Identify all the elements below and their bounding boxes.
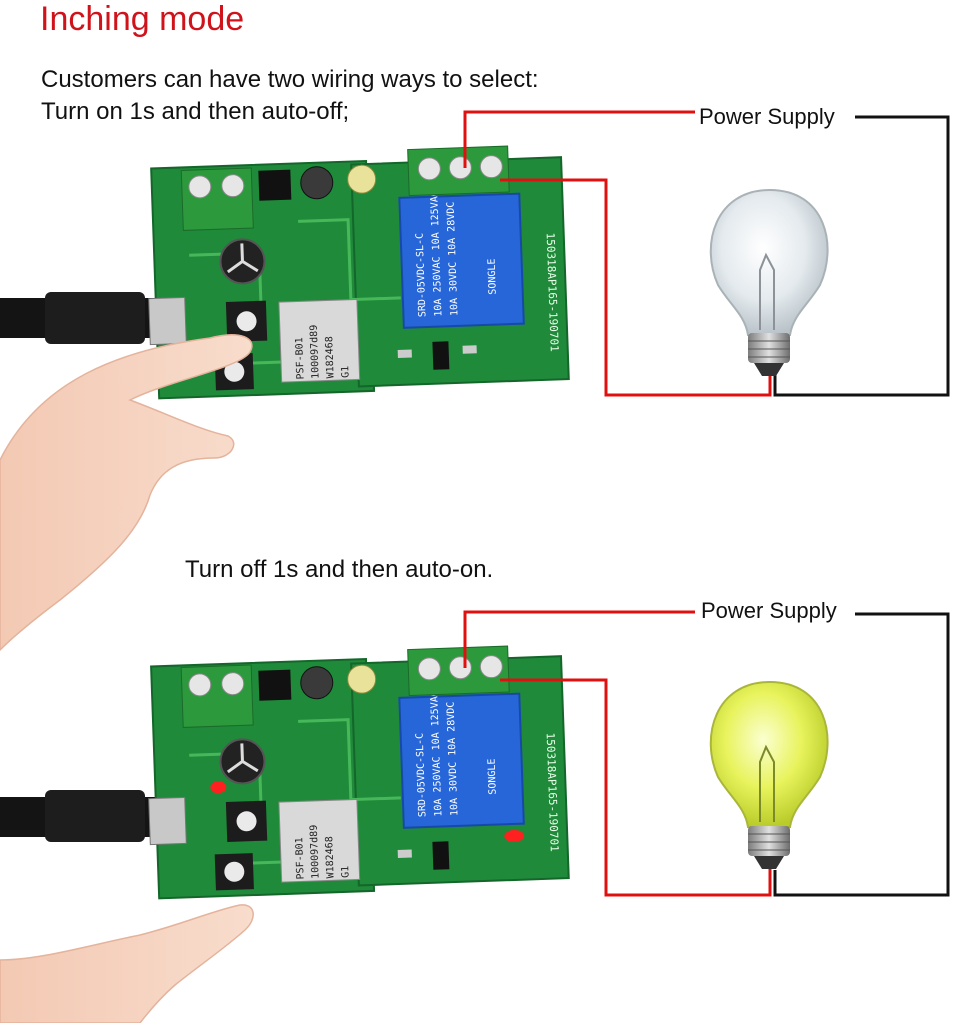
relay [398, 692, 525, 829]
neutral-wire [773, 115, 950, 397]
svg-text:W182468: W182468 [324, 836, 336, 879]
status-led-red [210, 781, 227, 794]
svg-text:W182468: W182468 [324, 336, 336, 379]
pcb-board: PSF-B01 100097d89 W182468 G1 SRD-05VDC-S… [148, 645, 570, 900]
svg-text:10A 250VAC 10A 125VAC: 10A 250VAC 10A 125VAC [429, 190, 444, 317]
live-wire-in [463, 110, 695, 168]
usb-plug-body [45, 292, 145, 344]
power-supply-label-top: Power Supply [697, 104, 837, 130]
neutral-wire [773, 612, 950, 897]
svg-text:G1: G1 [340, 366, 351, 378]
micro-usb-port [148, 796, 187, 846]
wifi-module [278, 798, 361, 883]
svg-text:10A 30VDC 10A 28VDC: 10A 30VDC 10A 28VDC [446, 201, 461, 316]
input-terminal [180, 167, 254, 231]
power-supply-label-bottom: Power Supply [699, 598, 839, 624]
svg-text:SONGLE: SONGLE [487, 758, 499, 794]
svg-text:150318AP165-190701: 150318AP165-190701 [544, 732, 561, 852]
svg-text:G1: G1 [340, 866, 351, 878]
bottom-scene: PSF-B01 100097d89 W182468 G1 SRD-05VDC-S… [0, 610, 950, 1023]
live-wire-out [500, 178, 772, 397]
top-scene: PSF-B01 100097d89 W182468 G1 SRD-05VDC-S… [0, 110, 950, 652]
finger-hand [0, 904, 254, 1023]
micro-usb-port [148, 296, 187, 346]
live-wire-out [500, 678, 772, 897]
svg-text:PSF-B01: PSF-B01 [294, 837, 306, 880]
svg-text:150318AP165-190701: 150318AP165-190701 [544, 232, 561, 352]
svg-text:10A 30VDC 10A 28VDC: 10A 30VDC 10A 28VDC [446, 701, 461, 816]
svg-text:10A 250VAC 10A 125VAC: 10A 250VAC 10A 125VAC [429, 690, 444, 817]
svg-text:100097d89: 100097d89 [309, 325, 322, 380]
svg-text:SONGLE: SONGLE [487, 258, 499, 294]
svg-text:SRD-05VDC-SL-C: SRD-05VDC-SL-C [415, 733, 429, 818]
light-bulb-off [709, 188, 829, 376]
usb-plug-body [45, 790, 145, 842]
svg-text:100097d89: 100097d89 [309, 825, 322, 880]
second-caption: Turn off 1s and then auto-on. [185, 556, 494, 583]
intro-line-1: Customers can have two wiring ways to se… [41, 66, 539, 93]
relay [398, 192, 525, 329]
page-title: Inching mode [40, 0, 245, 38]
finger-hand [0, 334, 253, 652]
wifi-module [278, 298, 361, 383]
input-terminal [180, 664, 254, 728]
light-bulb-on [709, 680, 829, 869]
svg-text:SRD-05VDC-SL-C: SRD-05VDC-SL-C [415, 233, 429, 318]
relay-led-red [504, 829, 525, 842]
svg-text:PSF-B01: PSF-B01 [294, 337, 306, 380]
live-wire-in [463, 610, 695, 668]
intro-line-2: Turn on 1s and then auto-off; [41, 98, 350, 125]
